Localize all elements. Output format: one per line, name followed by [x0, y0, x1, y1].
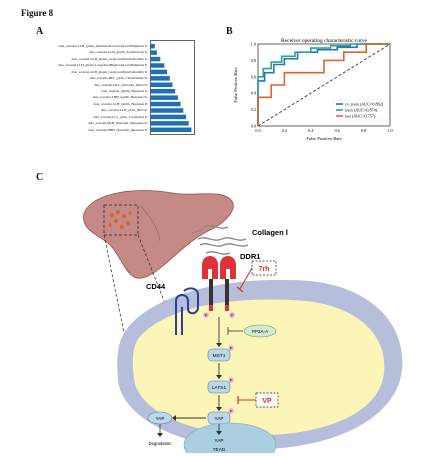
yap-phospho: P [230, 410, 232, 414]
feature-bar [150, 101, 181, 107]
lats1-phospho: P [230, 379, 232, 383]
roc-legend-label: test (AUC=0.757) [345, 114, 376, 119]
feature-bar [150, 121, 189, 126]
chart-a-frame [150, 40, 195, 135]
feature-label: data_wavelet-LHH_ngtdm_Busyness N- [92, 95, 148, 100]
feature-bar [150, 82, 173, 88]
compound-7rh-box [251, 260, 277, 276]
yap-nuc-label: YAP [214, 438, 223, 444]
roc-legend: cv_train (AUC=0.862)train (AUC=0.874)tes… [332, 99, 390, 121]
ddr1-phospho-badges: P P [203, 312, 235, 318]
feature-label: data_wavelet-LLH_glszm_GrayLevelNonUnifo… [71, 69, 148, 74]
panel-a-label: A [36, 26, 44, 37]
tead-label: TEAD [213, 447, 226, 453]
degradation-label: Degradation [149, 441, 172, 446]
tumor-nodules [108, 210, 132, 229]
compound-vp-label: VP [262, 398, 272, 405]
roc-chart: Receiver operating characteristic curve … [233, 38, 393, 141]
yap-left-label: YAP [156, 416, 165, 421]
feature-bar [150, 56, 161, 62]
svg-text:P: P [205, 314, 208, 318]
roc-ylabel: False Positive Rate [233, 67, 238, 102]
feature-bar [150, 63, 165, 68]
yap-cyto-label: YAP [214, 416, 223, 422]
cd44-receptor [175, 287, 199, 335]
feature-label: data_wavelet-LLH_glszm_GrayLevelNonUnifo… [71, 56, 148, 61]
roc-ytick-label: 0.4 [251, 91, 257, 96]
collagen-label: Collagen Ⅰ [252, 228, 288, 237]
feature-bar [150, 69, 168, 75]
pp2a-node [243, 324, 277, 338]
feature-bar [150, 108, 184, 113]
feature-bar [150, 43, 155, 49]
roc-ytick-label: 1.0 [251, 42, 256, 47]
yap-pathway-schematic: Collagen Ⅰ CD44 DDR1 7rh P P PP2A-A [83, 190, 403, 453]
feature-label: data_wavelet-LLH_glszm_SmallAreaLowGrayL… [58, 43, 148, 48]
feature-bar [150, 76, 170, 81]
feature-bar [150, 95, 178, 100]
feature-bar [150, 127, 192, 133]
feature-bar [150, 114, 187, 120]
roc-xtick-label: 0.2 [282, 128, 287, 133]
roc-xtick-label: 1.0 [387, 128, 392, 133]
pp2a-label: PP2A-A [252, 329, 269, 334]
lats1-label: LATS1 [212, 385, 227, 391]
roc-series-line [257, 43, 390, 126]
feature-bar [150, 88, 176, 94]
tumor-region-box [103, 204, 139, 236]
feature-label-column: data_wavelet-LLH_glszm_SmallAreaLowGrayL… [0, 40, 150, 136]
lats1-node [207, 380, 231, 394]
feature-label: data_wavelet-LLH_ngtdm_Busyness P- [93, 101, 148, 106]
feature-label: data_wavelet-LLL_glcm_Correlation P- [93, 114, 148, 119]
roc-legend-label: cv_train (AUC=0.862) [345, 102, 384, 107]
roc-ytick-label: 0.8 [251, 58, 256, 63]
roc-series-line [257, 43, 390, 126]
roc-xtick-label: 0.4 [308, 128, 314, 133]
cd44-label: CD44 [146, 282, 166, 291]
feature-label: data_wavelet-HLL_glcm_ClusterShade N- [89, 76, 148, 81]
feature-label: data_wavelet-HLH_firstorder_Skewness N- [88, 121, 148, 126]
roc-legend-frame [332, 99, 390, 121]
ddr1-label: DDR1 [240, 252, 260, 261]
roc-ytick-label: 0.0 [251, 124, 256, 129]
collagen-fibers [191, 225, 249, 255]
roc-title: Receiver operating characteristic curve [281, 38, 368, 44]
feature-label: data_wavelet-HLL_firstorder_Mean N- [94, 82, 148, 87]
chance-diagonal [257, 43, 391, 127]
roc-xtick-label: 0.6 [335, 128, 340, 133]
compound-7rh-label: 7rh [259, 266, 270, 273]
cytoplasm-region [132, 299, 385, 436]
mst1-node [207, 348, 231, 362]
roc-legend-label: train (AUC=0.874) [345, 108, 378, 113]
liver-illustration [83, 190, 234, 334]
panel-c-label: C [36, 172, 44, 183]
mst1-phospho: P [230, 347, 232, 351]
roc-series-line [257, 43, 390, 126]
panel-b-label: B [226, 26, 233, 37]
feature-label: data_wavelet-LLH_glszm_LargeAreaHighGray… [58, 63, 148, 68]
roc-xtick-label: 0.0 [255, 128, 260, 133]
mst1-label: MST1 [213, 353, 226, 359]
roc-xtick-label: 0.8 [361, 128, 366, 133]
feature-importance-chart [150, 40, 195, 135]
feature-label: data_wavelet-HHH_firstorder_Skewness P- [88, 127, 148, 132]
feature-label: data_wavelet-LLH_glcm_Imc2 N- [100, 108, 148, 113]
nucleus [183, 422, 277, 453]
feature-label: data_original_ngtdm_Busyness P- [101, 88, 148, 93]
roc-xlabel: False Positive Rate [306, 136, 341, 141]
svg-text:P: P [231, 314, 234, 318]
feature-label: data_wavelet-LLH_glszm_ZoneEntropy P- [89, 50, 148, 55]
roc-ytick-label: 0.6 [251, 74, 256, 79]
ddr1-receptor [202, 256, 236, 311]
feature-bar [150, 50, 157, 55]
roc-ytick-label: 0.2 [251, 107, 256, 112]
figure-title: Figure 8 [21, 8, 54, 18]
